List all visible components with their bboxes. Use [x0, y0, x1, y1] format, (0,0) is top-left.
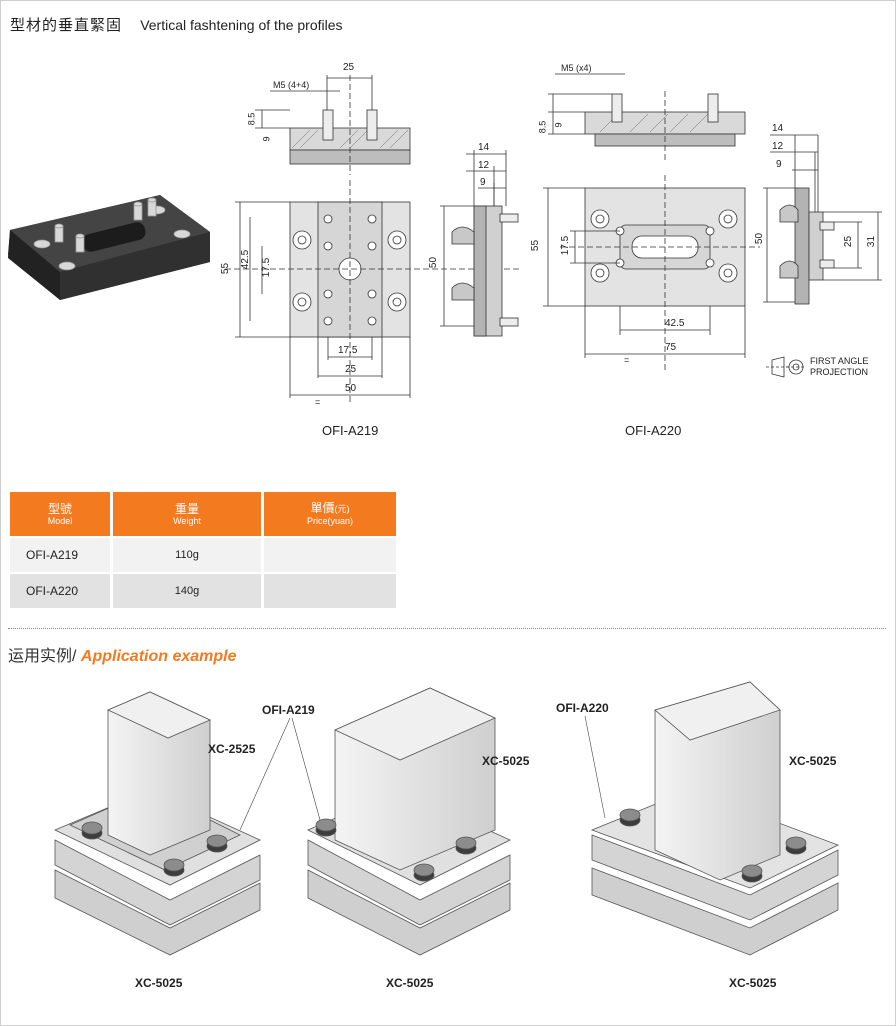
application-example-1	[54, 691, 261, 956]
a220-dim-31: 31	[866, 235, 878, 248]
a219-side-view	[440, 150, 519, 337]
title-en: Vertical fashtening of the profiles	[140, 17, 343, 33]
application-title-en: Application example	[80, 648, 237, 665]
application-example-3	[590, 681, 840, 956]
a219-dim-top-width: 25	[343, 62, 355, 73]
header-price-cn: 單價(元)	[264, 501, 396, 516]
header-model: 型號 Model	[10, 492, 113, 537]
leader-lines	[239, 715, 606, 831]
application-example-2	[307, 687, 511, 956]
a219-dim-425: 42.5	[240, 249, 252, 270]
a220-section-view	[548, 73, 746, 160]
a219-eq: =	[315, 397, 321, 407]
a219-dim-25: 25	[345, 364, 357, 375]
header-price-cn-small: (元)	[334, 504, 350, 514]
technical-drawings	[8, 73, 882, 405]
spec-table: 型號 Model 重量 Weight 單價(元) Price(yuan) OFI…	[10, 492, 396, 608]
header-model-en: Model	[47, 515, 73, 526]
title-cn: 型材的垂直緊固	[10, 17, 123, 34]
a220-dim-h1: 8.5	[537, 120, 548, 134]
label-xc5025-mid: XC-5025	[482, 754, 530, 768]
label-xc2525: XC-2525	[208, 742, 256, 756]
a220-dim-55: 55	[530, 239, 542, 252]
a219-dim-50: 50	[345, 383, 357, 394]
a219-dim-12: 12	[478, 160, 490, 171]
projection-line2: PROJECTION	[810, 367, 869, 377]
table-header-row: 型號 Model 重量 Weight 單價(元) Price(yuan)	[10, 492, 396, 537]
header-price-cn-main: 單價	[310, 501, 335, 515]
projection-line1: FIRST ANGLE	[810, 356, 869, 366]
a220-dim-75: 75	[665, 342, 677, 353]
a219-dim-14: 14	[478, 142, 490, 153]
application-title-cn: 运用实例/	[8, 648, 77, 665]
a220-label: OFI-A220	[625, 423, 682, 438]
header-weight-en: Weight	[173, 515, 201, 526]
label-xc5025-b1: XC-5025	[135, 976, 183, 990]
application-illustrations	[54, 681, 840, 956]
a219-dim-h2: 9	[261, 136, 272, 142]
application-title: 运用实例/ Application example	[8, 642, 237, 666]
table-row: OFI-A220 140g	[10, 572, 396, 608]
a220-dim-12: 12	[772, 141, 784, 152]
a220-dim-175: 17.5	[560, 235, 572, 256]
a220-eq: =	[624, 355, 630, 365]
cell-price	[262, 536, 396, 573]
page-title: 型材的垂直緊固 Vertical fashtening of the profi…	[10, 14, 343, 35]
cell-model: OFI-A220	[10, 572, 113, 608]
a220-dim-thread: M5 (x4)	[561, 63, 592, 73]
a220-dim-9: 9	[776, 159, 782, 170]
a219-section-view	[255, 75, 411, 175]
label-xc5025-b3: XC-5025	[729, 976, 777, 990]
table-row: OFI-A219 110g	[10, 536, 396, 573]
header-price: 單價(元) Price(yuan)	[262, 492, 396, 537]
label-xc5025-b2: XC-5025	[386, 976, 434, 990]
a219-dim-9: 9	[480, 177, 486, 188]
a220-dim-h2: 9	[553, 122, 564, 128]
a219-dim-h1: 8.5	[246, 112, 257, 126]
label-ofi-a219: OFI-A219	[262, 703, 315, 717]
a219-dim-55: 55	[220, 262, 232, 275]
a219-dim-175b: 17.5	[338, 345, 358, 356]
header-weight: 重量 Weight	[111, 492, 264, 537]
header-weight-cn: 重量	[174, 501, 199, 516]
cell-weight: 110g	[111, 536, 264, 573]
a219-label: OFI-A219	[322, 423, 379, 438]
a220-side-view	[763, 134, 882, 305]
section-divider	[8, 628, 886, 629]
label-ofi-a220: OFI-A220	[556, 701, 609, 715]
label-xc5025-right: XC-5025	[789, 754, 837, 768]
a220-dim-425: 42.5	[665, 318, 685, 329]
a220-dim-side-50: 50	[754, 232, 766, 245]
header-price-en: Price(yuan)	[306, 516, 353, 526]
a220-dim-25: 25	[843, 235, 855, 248]
a220-dim-14: 14	[772, 123, 784, 134]
projection-symbol	[766, 356, 806, 378]
a219-dim-side-50: 50	[428, 256, 440, 269]
header-model-cn: 型號	[47, 501, 72, 516]
cell-price	[262, 572, 396, 608]
a219-dim-thread: M5 (4+4)	[273, 80, 310, 90]
product-photo	[8, 195, 210, 300]
cell-weight: 140g	[111, 572, 264, 608]
cell-model: OFI-A219	[10, 536, 113, 573]
a219-dim-175: 17.5	[261, 257, 273, 278]
a219-plan-view	[225, 180, 520, 405]
a220-plan-view	[543, 175, 760, 370]
